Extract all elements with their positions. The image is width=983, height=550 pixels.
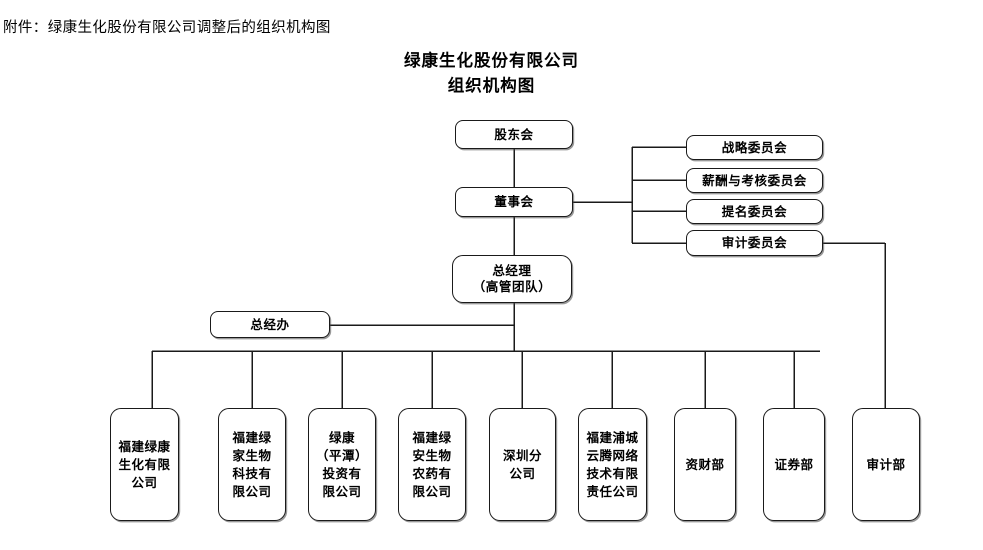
node-department-audit[interactable]: 审计部: [852, 408, 920, 521]
attachment-note: 附件：绿康生化股份有限公司调整后的组织机构图: [3, 20, 331, 36]
node-remuneration-appraisal-committee-label: 薪酬与考核委员会: [702, 173, 807, 188]
node-department-shenzhen-branch[interactable]: 深圳分 公司: [489, 408, 556, 521]
node-department-fujian-lvan-biopesticide-label: 福建绿 安生物 农药有 限公司: [412, 430, 452, 499]
node-audit-committee-label: 审计委员会: [721, 236, 788, 250]
chart-title-line-2: 组织机构图: [447, 76, 536, 95]
node-remuneration-appraisal-committee[interactable]: 薪酬与考核委员会: [686, 168, 823, 193]
node-department-securities-label: 证券部: [774, 457, 814, 472]
node-shareholders-meeting[interactable]: 股东会: [455, 120, 573, 149]
node-department-fujian-lvkang-biochemical-label: 福建绿康 生化有限 公司: [118, 439, 171, 490]
node-department-fujian-lvjia-biotech-label: 福建绿 家生物 科技有 限公司: [232, 430, 272, 499]
node-department-fujian-pucheng-yunteng-network-label: 福建浦城 云腾网络 技术有限 责任公司: [586, 430, 639, 499]
node-general-manager-office[interactable]: 总经办: [210, 311, 330, 338]
node-audit-committee[interactable]: 审计委员会: [686, 230, 823, 256]
chart-title-line-1: 绿康生化股份有限公司: [404, 51, 579, 70]
node-nomination-committee-label: 提名委员会: [721, 204, 788, 219]
node-general-manager-office-label: 总经办: [250, 317, 290, 332]
node-department-securities[interactable]: 证券部: [763, 408, 825, 521]
node-department-finance[interactable]: 资财部: [674, 408, 736, 521]
node-strategy-committee-label: 战略委员会: [721, 140, 788, 155]
node-board-of-directors-label: 董事会: [494, 195, 534, 209]
node-strategy-committee[interactable]: 战略委员会: [686, 135, 823, 160]
node-department-fujian-lvan-biopesticide[interactable]: 福建绿 安生物 农药有 限公司: [398, 408, 466, 521]
chart-title: 绿康生化股份有限公司 组织机构图: [0, 48, 983, 98]
node-general-manager-label: 总经理 （高管团队）: [472, 264, 552, 294]
node-shareholders-meeting-label: 股东会: [494, 127, 534, 142]
node-department-fujian-pucheng-yunteng-network[interactable]: 福建浦城 云腾网络 技术有限 责任公司: [578, 408, 647, 521]
node-department-audit-label: 审计部: [866, 457, 906, 472]
node-department-lvkang-pingtan-investment[interactable]: 绿康 （平潭） 投资有 限公司: [308, 408, 376, 521]
node-nomination-committee[interactable]: 提名委员会: [686, 199, 823, 224]
node-department-shenzhen-branch-label: 深圳分 公司: [502, 448, 542, 481]
node-department-fujian-lvkang-biochemical[interactable]: 福建绿康 生化有限 公司: [110, 408, 179, 521]
node-department-finance-label: 资财部: [685, 457, 725, 472]
node-general-manager[interactable]: 总经理 （高管团队）: [452, 255, 572, 303]
node-department-fujian-lvjia-biotech[interactable]: 福建绿 家生物 科技有 限公司: [218, 408, 286, 521]
node-department-lvkang-pingtan-investment-label: 绿康 （平潭） 投资有 限公司: [315, 430, 368, 499]
node-board-of-directors[interactable]: 董事会: [455, 187, 573, 217]
